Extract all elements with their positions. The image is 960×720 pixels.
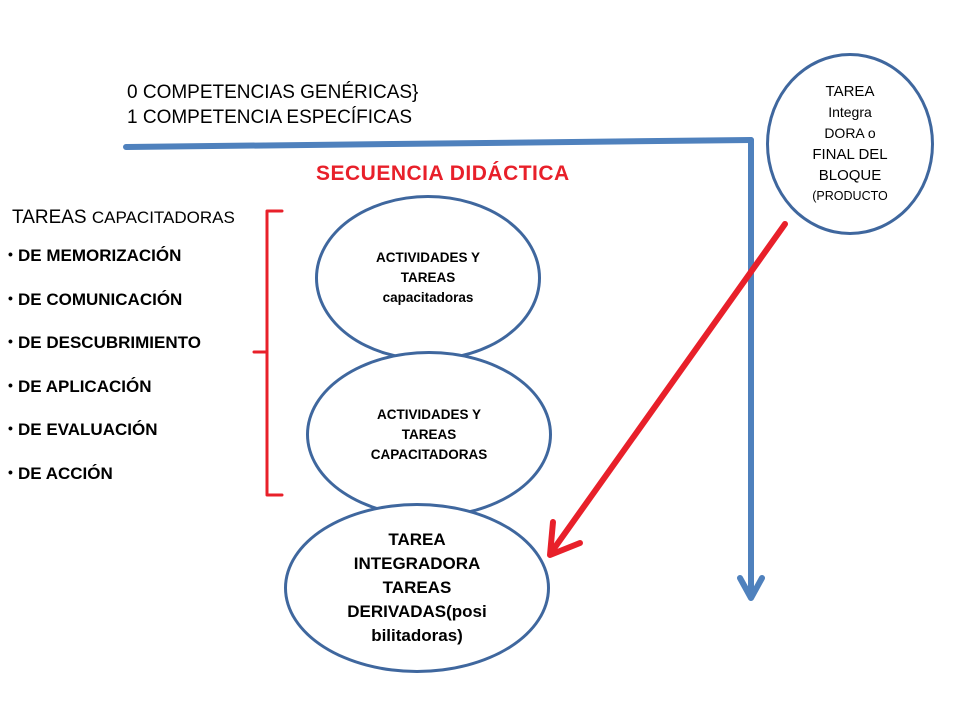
secuencia-didactica-title: SECUENCIA DIDÁCTICA [316,162,570,185]
ellipse-3-line-5: bilitadoras) [371,626,463,645]
bullet-icon: • [8,333,13,349]
list-item: •DE ACCIÓN [8,463,113,483]
ellipse-2-line-3: CAPACITADORAS [370,446,488,462]
ellipse-1-line-3: capacitadoras [382,290,474,305]
ellipse-4-line-6: (PRODUCTO [812,189,888,203]
list-item: •DE COMUNICACIÓN [8,289,183,309]
ellipse-1-line-2: TAREAS [400,270,456,285]
ellipse-2-line-1: ACTIVIDADES Y [376,406,482,422]
ellipse-1-line-1: ACTIVIDADES Y [375,250,481,265]
ellipse-4-line-4: FINAL DEL [812,146,888,163]
capacitadoras-word: CAPACITADORAS [91,208,235,227]
ellipse-3-line-2: INTEGRADORA [353,554,481,573]
red-bracket [252,209,284,497]
competencias-text: 0 COMPETENCIAS GENÉRICAS} 1 COMPETENCIA … [127,80,418,130]
tareas-capacitadoras-heading: TAREAS CAPACITADORAS [12,207,235,229]
list-item: •DE EVALUACIÓN [8,420,158,439]
ellipse-4-line-2: Integra [828,104,872,120]
bullet-icon: • [8,289,13,306]
ellipse-4-line-5: BLOQUE [818,167,882,184]
competencias-line-2: 1 COMPETENCIA ESPECÍFICAS [127,107,413,128]
ellipse-tarea-integradora: TAREA INTEGRADORA TAREAS DERIVADAS(posi … [284,503,550,673]
bullet-icon: • [8,420,13,436]
ellipse-3-line-3: TAREAS [382,578,452,597]
task-type-list: •DE MEMORIZACIÓN •DE COMUNICACIÓN •DE DE… [8,246,201,507]
ellipse-3-line-1: TAREA [388,530,446,549]
list-item: •DE DESCUBRIMIENTO [8,333,201,352]
bullet-icon: • [8,463,13,480]
blue-arrowhead [737,575,765,601]
ellipse-tarea-final-bloque: TAREA Integra DORA o FINAL DEL BLOQUE (P… [766,53,934,235]
list-item: •DE APLICACIÓN [8,376,152,396]
bullet-icon: • [8,376,13,393]
list-item: •DE MEMORIZACIÓN [8,246,182,265]
bullet-icon: • [8,246,13,262]
ellipse-2-line-2: TAREAS [401,426,457,442]
ellipse-actividades-capacitadoras-1: ACTIVIDADES Y TAREAS capacitadoras [315,195,541,361]
ellipse-actividades-capacitadoras-2: ACTIVIDADES Y TAREAS CAPACITADORAS [306,351,552,518]
ellipse-4-line-3: DORA o [824,125,876,141]
ellipse-3-line-4: DERIVADAS(posi [347,602,487,621]
blue-horizontal-line [123,137,754,150]
tareas-word: TAREAS [12,207,87,228]
ellipse-4-line-1: TAREA [825,83,875,100]
competencias-line-1: 0 COMPETENCIAS GENÉRICAS} [127,82,419,103]
